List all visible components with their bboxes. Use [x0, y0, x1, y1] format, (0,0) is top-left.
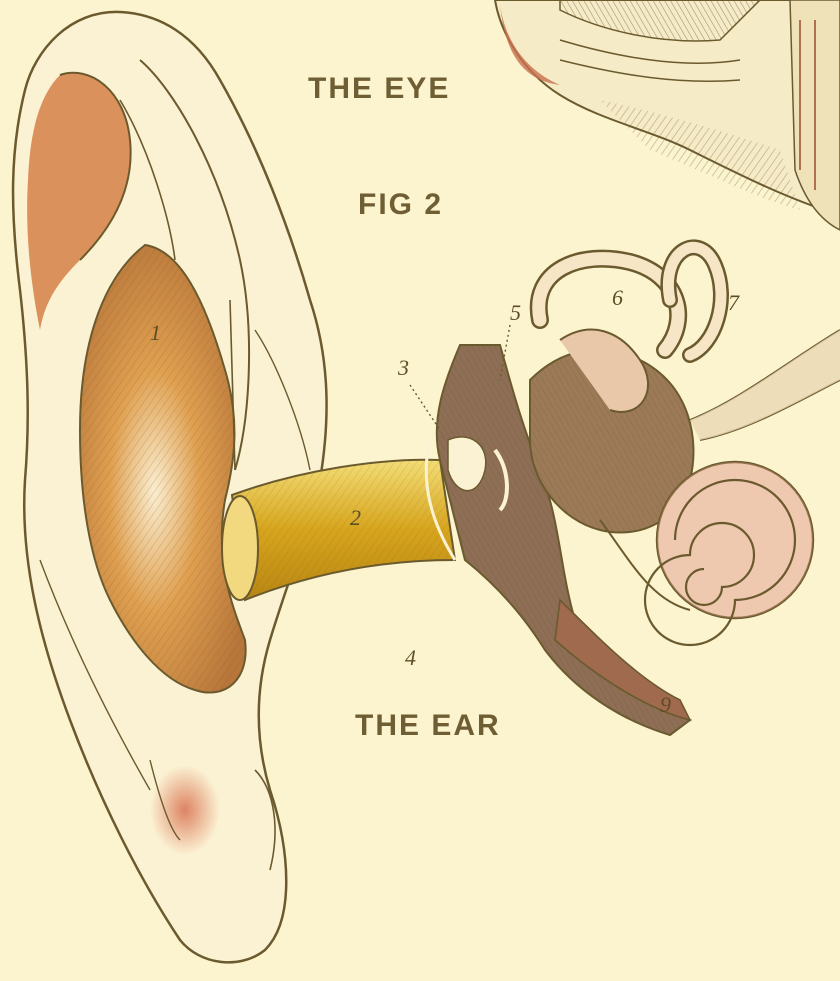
figure-number: FIG 2 [358, 188, 443, 221]
label-5: 5 [510, 300, 521, 325]
label-2: 2 [350, 505, 361, 530]
label-7: 7 [728, 290, 740, 315]
ear-title: THE EAR [355, 709, 501, 742]
label-4: 4 [405, 645, 416, 670]
label-9: 9 [660, 692, 671, 717]
label-1: 1 [150, 320, 161, 345]
label-3: 3 [397, 355, 409, 380]
label-6: 6 [612, 285, 623, 310]
eye-title: THE EYE [308, 72, 450, 105]
